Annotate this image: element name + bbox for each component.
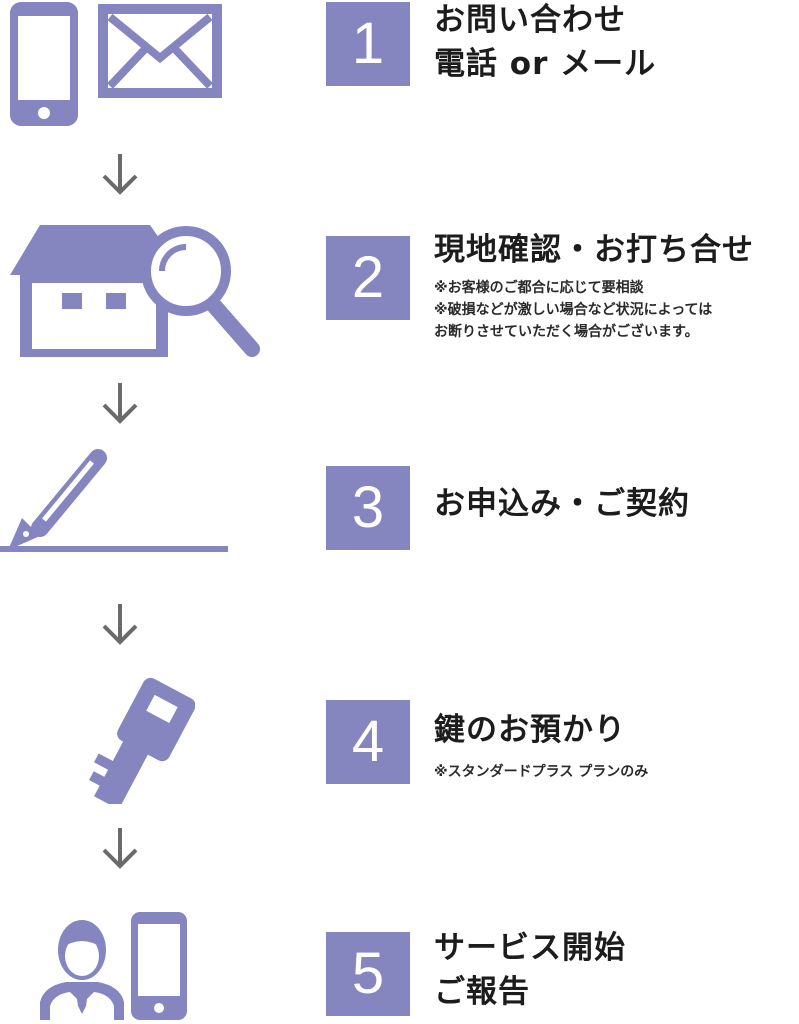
arrow-down-icon xyxy=(98,602,142,646)
smartphone-icon xyxy=(131,912,187,1020)
step-number-1: 1 xyxy=(326,2,410,86)
step-number-3: 3 xyxy=(326,466,410,550)
person-icon xyxy=(36,912,128,1020)
step-title-1: お問い合わせ xyxy=(434,2,626,38)
key-icon xyxy=(55,672,195,804)
arrow-down-icon xyxy=(98,381,142,425)
magnifier-icon xyxy=(140,225,262,357)
step-title-3: お申込み・ご契約 xyxy=(434,486,690,522)
step-number-2: 2 xyxy=(326,236,410,320)
mail-icon xyxy=(98,4,222,98)
house-icon xyxy=(10,225,260,360)
step-title-2: 現地確認・お打ち合せ xyxy=(434,232,754,268)
step-note-2-1: ※お客様のご都合に応じて要相談 xyxy=(434,280,644,296)
smartphone-icon xyxy=(10,2,78,126)
step-note-2-2: ※破損などが激しい場合など状況によっては xyxy=(434,302,713,318)
step-number-5: 5 xyxy=(326,932,410,1016)
arrow-down-icon xyxy=(98,152,142,196)
step-title-1-line2: 電話 or メール xyxy=(434,46,657,82)
fountain-pen-icon xyxy=(0,446,230,558)
arrow-down-icon xyxy=(98,826,142,870)
step-title-4: 鍵のお預かり xyxy=(434,712,626,748)
step-title-5-line2: ご報告 xyxy=(434,974,530,1010)
step-note-4-1: ※スタンダードプラス プランのみ xyxy=(434,764,649,780)
step-note-2-3: お断りさせていただく場合がございます。 xyxy=(434,324,699,340)
step-title-5: サービス開始 xyxy=(434,930,626,966)
step-number-4: 4 xyxy=(326,700,410,784)
